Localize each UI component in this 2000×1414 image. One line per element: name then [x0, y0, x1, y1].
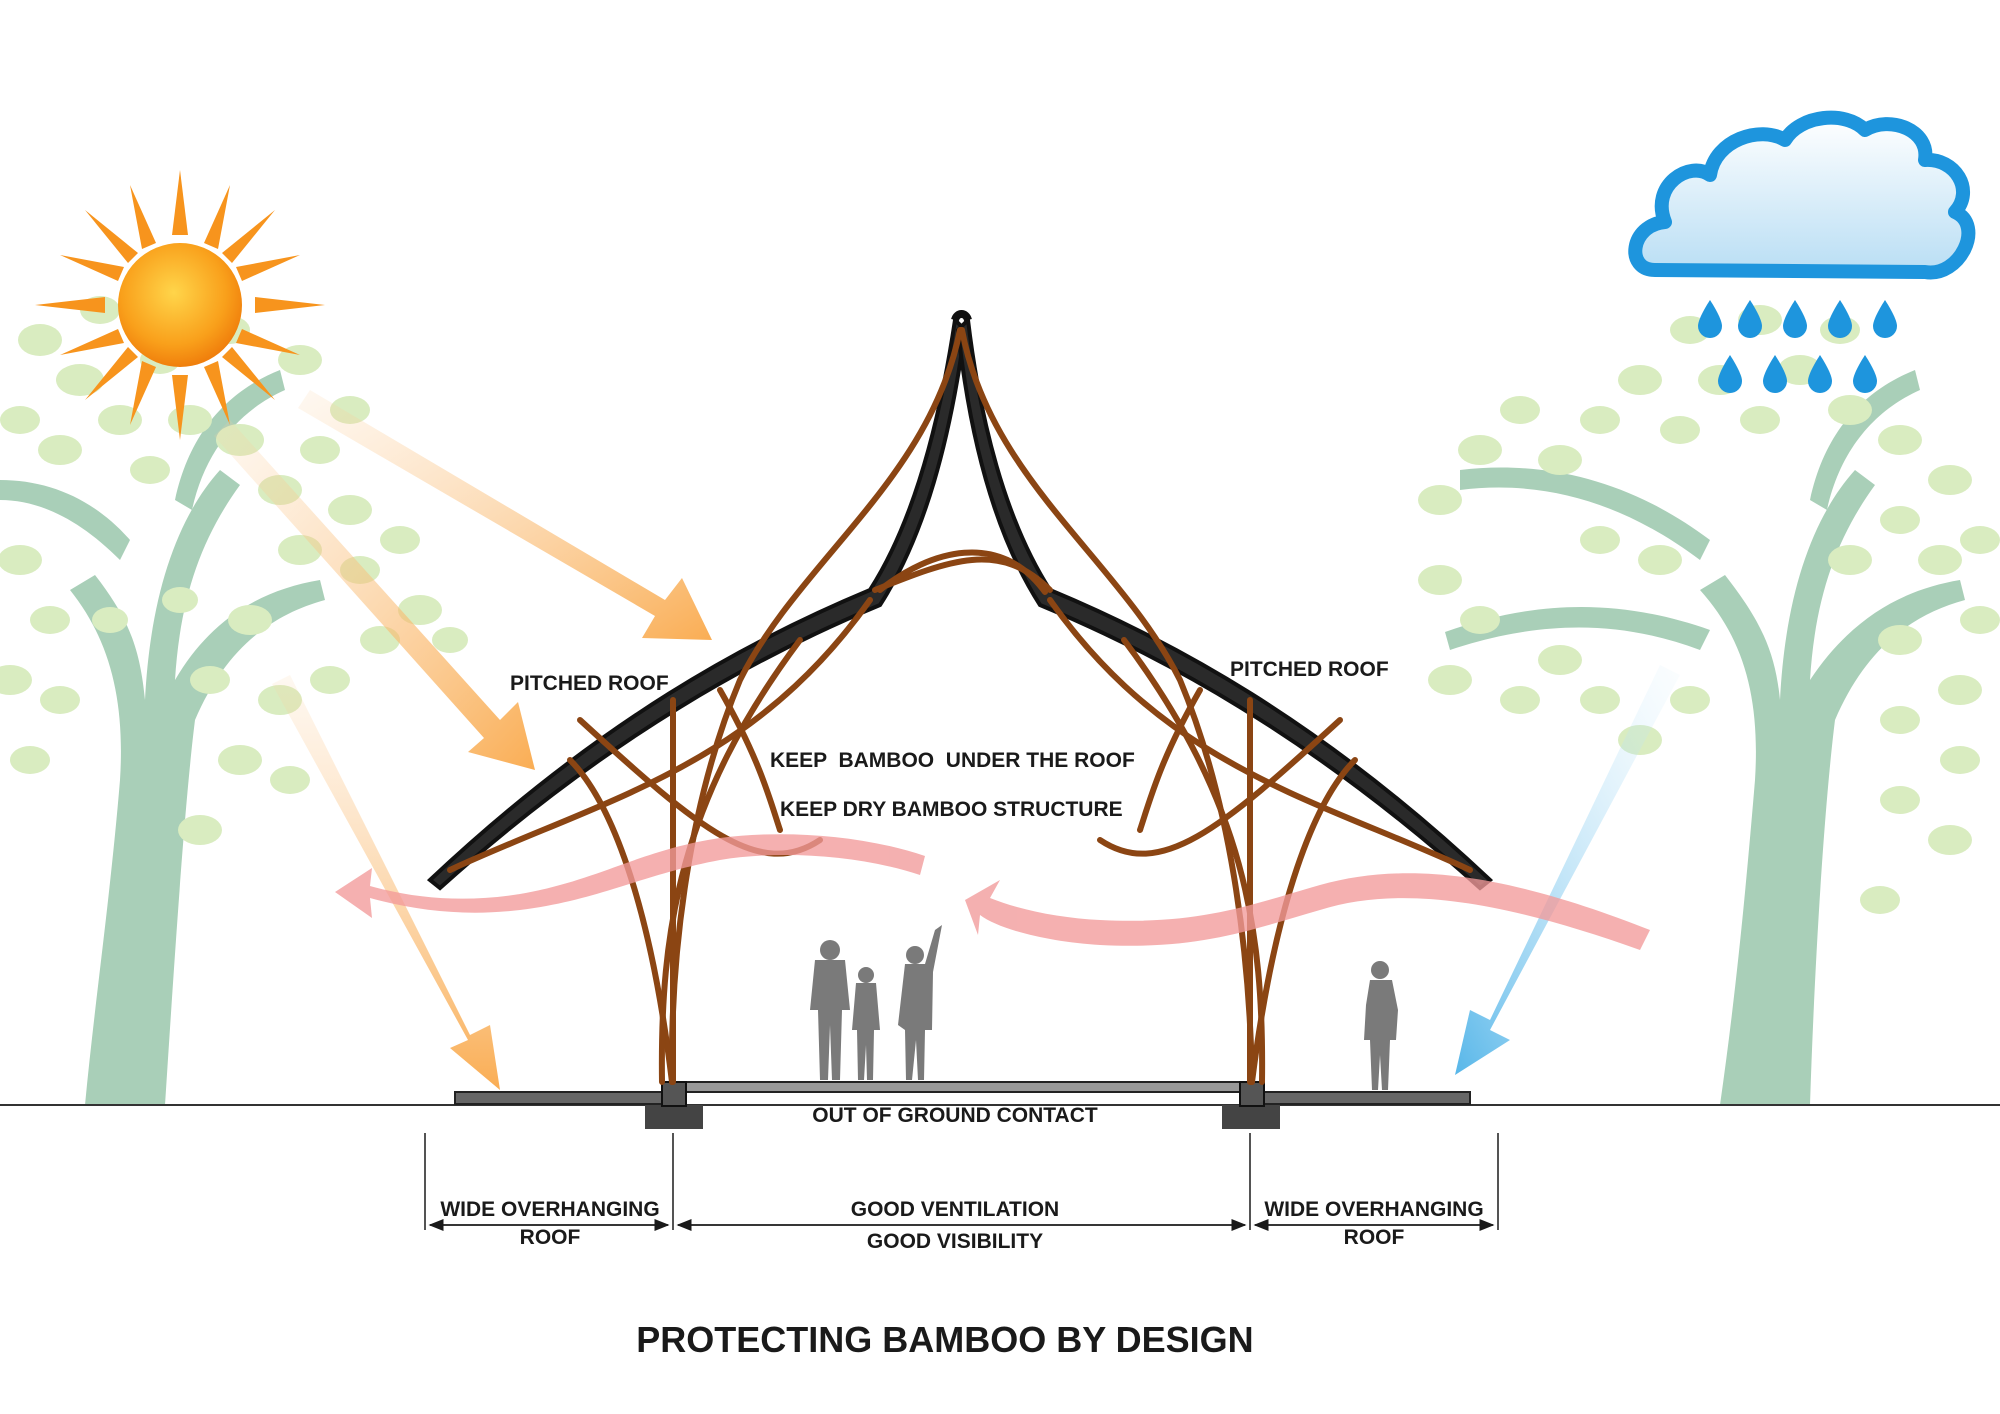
label-good-ventilation: GOOD VENTILATION	[851, 1198, 1059, 1221]
roof-left	[426, 315, 968, 891]
right-overhang-slab	[1254, 1091, 1471, 1105]
label-pitched-roof-left: PITCHED ROOF	[510, 672, 669, 695]
label-wide-left-2: ROOF	[520, 1226, 581, 1249]
bamboo-pavilion	[426, 310, 1494, 1129]
label-wide-right-2: ROOF	[1344, 1226, 1405, 1249]
dimension-lines	[424, 1133, 1499, 1231]
label-good-visibility: GOOD VISIBILITY	[867, 1230, 1043, 1253]
right-footing	[1222, 1105, 1280, 1129]
left-overhang-slab	[454, 1091, 671, 1105]
tree-right-icon	[1418, 305, 2000, 1105]
label-out-of-ground: OUT OF GROUND CONTACT	[812, 1104, 1098, 1127]
label-wide-right-1: WIDE OVERHANGING	[1264, 1198, 1483, 1221]
wind-arrows	[335, 834, 1650, 950]
label-pitched-roof-right: PITCHED ROOF	[1230, 658, 1389, 681]
label-wide-left-1: WIDE OVERHANGING	[440, 1198, 659, 1221]
sun-icon	[35, 170, 325, 440]
diagram-title: PROTECTING BAMBOO BY DESIGN	[636, 1319, 1253, 1360]
people-icon	[810, 925, 1398, 1090]
label-keep-dry: KEEP DRY BAMBOO STRUCTURE	[780, 798, 1123, 821]
label-keep-bamboo: KEEP BAMBOO UNDER THE ROOF	[770, 749, 1135, 772]
sun-arrows	[214, 390, 712, 1090]
rain-arrow	[1455, 665, 1680, 1075]
left-footing	[645, 1105, 703, 1129]
tree-left-icon	[0, 296, 468, 1105]
cloud-icon	[1628, 110, 1976, 280]
rain-drops-icon	[1698, 300, 1897, 393]
floor-slab	[684, 1081, 1241, 1093]
